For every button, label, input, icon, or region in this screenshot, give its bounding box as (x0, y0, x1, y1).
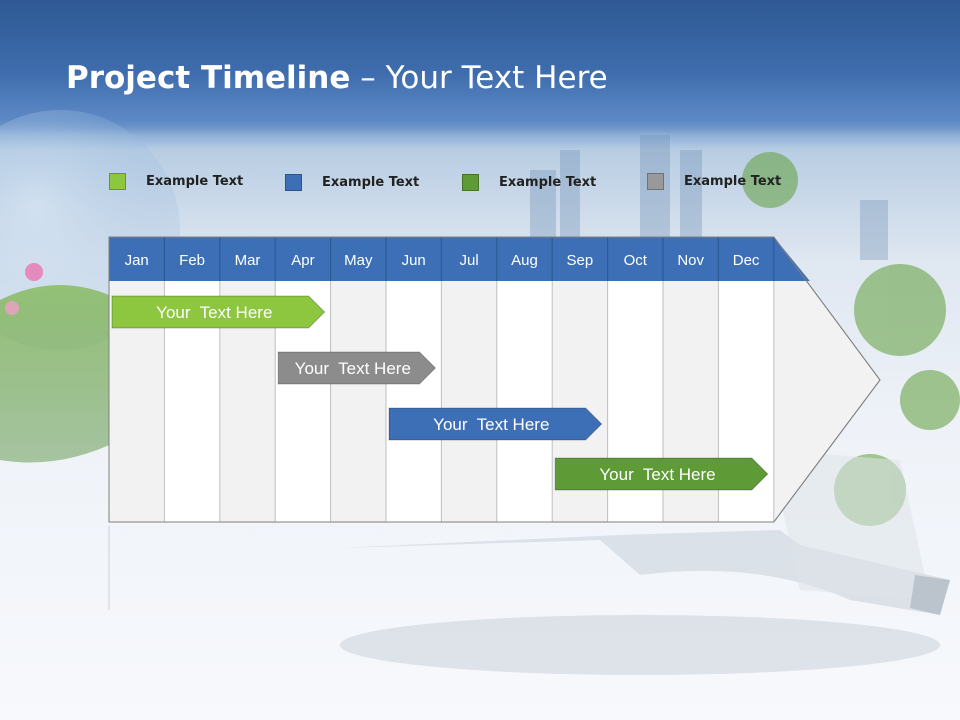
flower-decoration (5, 301, 19, 315)
legend-item: Example Text (462, 172, 596, 192)
month-label: Mar (235, 252, 261, 269)
task-arrow (111, 295, 326, 329)
legend-label: Example Text (499, 174, 597, 190)
task-arrow (554, 457, 769, 491)
legend-swatch (109, 172, 126, 190)
month-column (496, 281, 553, 522)
task-label: Your Text Here (433, 415, 549, 434)
month-label: Sep (567, 252, 594, 269)
city-skyline-decoration (530, 135, 888, 260)
task-arrow (388, 407, 603, 441)
header-band (0, 0, 960, 135)
month-label: Jun (402, 252, 426, 269)
month-header-bar (109, 237, 810, 281)
legend-swatch (285, 173, 302, 191)
task-label: Your Text Here (156, 303, 272, 322)
legend-label: Example Text (146, 173, 244, 189)
flower-decoration (25, 263, 43, 281)
task-label: Your Text Here (295, 359, 411, 378)
task-label: Your Text Here (599, 465, 715, 484)
month-label: Feb (179, 252, 205, 269)
month-column (386, 281, 442, 522)
legend-swatch (462, 173, 479, 191)
month-label: Aug (511, 252, 538, 269)
month-column (330, 281, 386, 522)
page-title: Project Timeline – Your Text Here (66, 60, 608, 96)
legend-item: Example Text (285, 172, 419, 192)
book-shadow-decoration (340, 615, 940, 675)
month-label: Dec (733, 252, 760, 269)
month-label: Jan (125, 252, 149, 269)
month-label: Jul (460, 252, 479, 269)
month-label: Oct (624, 252, 648, 269)
legend-item: Example Text (109, 171, 243, 191)
open-book-decoration (340, 450, 950, 615)
month-label: May (344, 252, 373, 269)
legend-item: Example Text (647, 171, 781, 191)
task-arrow (277, 351, 437, 385)
month-label: Apr (291, 252, 314, 269)
legend-swatch (647, 172, 664, 190)
legend-label: Example Text (322, 174, 420, 190)
month-column (441, 281, 497, 522)
month-label: Nov (677, 252, 704, 269)
timeline-outline (108, 236, 881, 523)
grass-hill-decoration (0, 285, 120, 463)
legend-label: Example Text (684, 173, 782, 189)
